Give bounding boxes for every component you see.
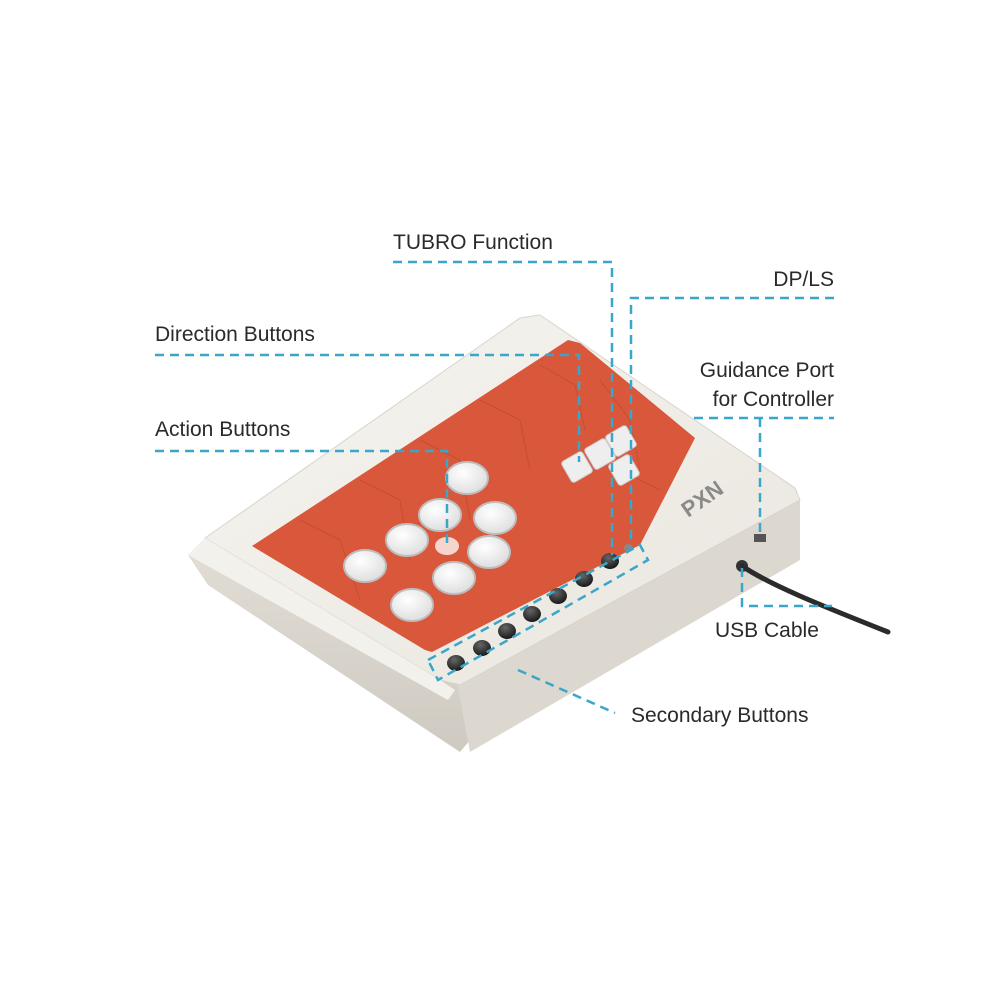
- callout-line-secondary: [517, 668, 616, 715]
- turbo-button: [601, 553, 619, 569]
- secondary-button-1: [447, 655, 465, 671]
- callout-line-action: [155, 449, 449, 545]
- ports: [736, 534, 891, 635]
- action-button-4: [385, 523, 429, 557]
- secondary-button-4: [523, 606, 541, 622]
- action-button-2: [418, 498, 462, 532]
- callout-lines: [155, 260, 834, 715]
- callout-line-usb: [740, 568, 832, 608]
- secondary-button-6: [575, 571, 593, 587]
- secondary-button-3: [498, 623, 516, 639]
- label-action-buttons: Action Buttons: [155, 418, 291, 441]
- action-button-8: [390, 588, 434, 622]
- action-button-1: [445, 461, 489, 495]
- label-dp-ls: DP/LS: [773, 268, 834, 291]
- home-button: [435, 537, 459, 555]
- usb-cable: [739, 563, 891, 635]
- direction-key-right: [605, 425, 637, 457]
- label-direction-buttons: Direction Buttons: [155, 323, 315, 346]
- action-button-3: [473, 501, 517, 535]
- direction-key-down: [584, 438, 616, 470]
- secondary-button-5: [549, 588, 567, 604]
- action-button-6: [343, 549, 387, 583]
- guidance-port: [754, 534, 766, 542]
- callout-line-dpls: [629, 296, 834, 548]
- label-tubro-function: TUBRO Function: [393, 231, 553, 254]
- secondary-button-2: [473, 640, 491, 656]
- direction-key-left: [561, 451, 593, 483]
- action-button-5: [467, 535, 511, 569]
- callout-line-direction: [155, 353, 581, 462]
- label-guidance-port-line1: Guidance Port: [699, 359, 834, 382]
- label-usb-cable: USB Cable: [715, 619, 819, 642]
- callout-line-tubro: [393, 260, 614, 555]
- action-buttons: [343, 461, 517, 622]
- action-button-7: [432, 561, 476, 595]
- label-guidance-port-line2: for Controller: [712, 388, 834, 411]
- callout-box-secondary: [426, 543, 650, 682]
- label-secondary-buttons: Secondary Buttons: [631, 704, 809, 727]
